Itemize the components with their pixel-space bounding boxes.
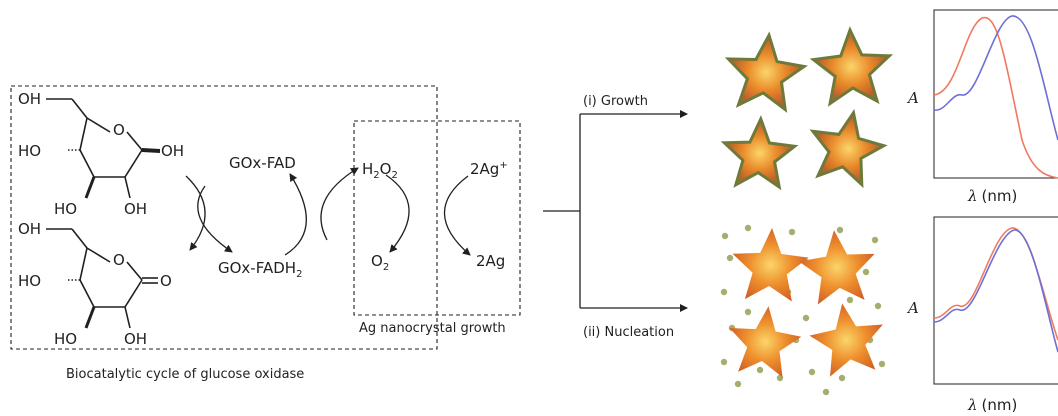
- ag-growth-box: [353, 120, 521, 316]
- curved-arrow-glucose-to-lactone: [185, 175, 206, 251]
- lactone-oh-bottom: OH: [124, 330, 147, 348]
- curved-arrow-fadh2-to-fad: [284, 173, 307, 256]
- spectrum-xlabel-growth: λ(nm): [967, 187, 1017, 205]
- glucose-ho-bottom: HO: [54, 200, 77, 218]
- nucleation-nanostars: [729, 228, 883, 378]
- glucose-oh-top: OH: [18, 90, 41, 108]
- glucose-oh-right: OH: [161, 142, 184, 160]
- spectrum-curve-red-nucleation: [933, 227, 1058, 341]
- nanostar: [809, 303, 883, 377]
- nanostar: [724, 31, 808, 113]
- spectrum-ylabel-growth: A: [906, 89, 919, 107]
- gox-fad-label: GOx-FAD: [229, 154, 296, 172]
- nanostar: [809, 108, 888, 189]
- nucleus-dot: [874, 302, 882, 310]
- nucleus-dot: [802, 314, 810, 322]
- nucleus-dot: [836, 226, 844, 234]
- spectrum-ylabel-nucleation: A: [906, 299, 919, 317]
- lactone-ho-bottom: HO: [54, 330, 77, 348]
- spectrum-xlabel-nucleation: λ(nm): [967, 396, 1017, 414]
- ag-plus-label: 2Ag+: [470, 160, 508, 178]
- spectrum-frame-growth: [933, 9, 1058, 179]
- nucleus-dot: [744, 308, 752, 316]
- cycle-caption: Biocatalytic cycle of glucose oxidase: [66, 367, 304, 382]
- nucleus-dot: [756, 366, 764, 374]
- nucleus-dot: [822, 388, 830, 396]
- o2-label: O2: [371, 252, 389, 273]
- spectrum-curve-blue-nucleation: [933, 229, 1058, 353]
- spectrum-panel-nucleation: [933, 216, 1058, 385]
- glucose-oh-bottom: OH: [124, 200, 147, 218]
- h2o2-label: H2O2: [362, 160, 398, 181]
- glucose-structure: [46, 98, 160, 199]
- nucleus-dot: [720, 358, 728, 366]
- gox-fadh2-label: GOx-FADH2: [218, 259, 302, 280]
- nanostar: [798, 230, 875, 305]
- curved-arrow-agplus-to-ag: [443, 175, 471, 256]
- glucose-ho-left: HO: [18, 142, 41, 160]
- nucleus-dot: [734, 380, 742, 388]
- curved-arrow-fad-to-fadh2: [197, 185, 233, 253]
- nucleus-dot: [878, 360, 886, 368]
- lactone-carbonyl-o: O: [160, 272, 172, 290]
- lactone-ring-o: O: [113, 251, 125, 269]
- curved-arrow-h2o2-to-o2: [385, 174, 410, 253]
- spectrum-panel-growth: [933, 9, 1058, 179]
- spectrum-curve-blue-growth: [933, 15, 1058, 141]
- growth-pathway-label: (i) Growth: [583, 94, 648, 109]
- curved-arrow-o2-to-h2o2: [320, 167, 359, 241]
- nucleus-dot: [838, 374, 846, 382]
- nanostar: [720, 115, 799, 191]
- nucleus-dot: [788, 228, 796, 236]
- nanostar: [809, 26, 894, 107]
- nucleation-dots: [720, 224, 886, 396]
- ag-zero-label: 2Ag: [476, 252, 505, 270]
- nucleus-dot: [721, 232, 729, 240]
- lactone-ho-left: HO: [18, 272, 41, 290]
- growth-nanostars: [720, 26, 894, 191]
- nucleus-dot: [862, 268, 870, 276]
- nanostar: [732, 228, 809, 302]
- nucleation-pathway-label: (ii) Nucleation: [583, 325, 674, 340]
- lactone-oh-top: OH: [18, 220, 41, 238]
- nucleus-dot: [846, 296, 854, 304]
- nucleus-dot: [744, 224, 752, 232]
- nucleus-dot: [726, 254, 734, 262]
- glucose-ring-o: O: [113, 121, 125, 139]
- nucleus-dot: [871, 236, 879, 244]
- gluconolactone-structure: [46, 228, 158, 329]
- ag-growth-caption: Ag nanocrystal growth: [359, 321, 506, 336]
- spectrum-frame-nucleation: [933, 216, 1058, 385]
- nucleus-dot: [720, 288, 728, 296]
- nanostar: [729, 306, 802, 378]
- glucose-oxidase-cycle-box: [10, 85, 438, 350]
- nucleus-dot: [808, 368, 816, 376]
